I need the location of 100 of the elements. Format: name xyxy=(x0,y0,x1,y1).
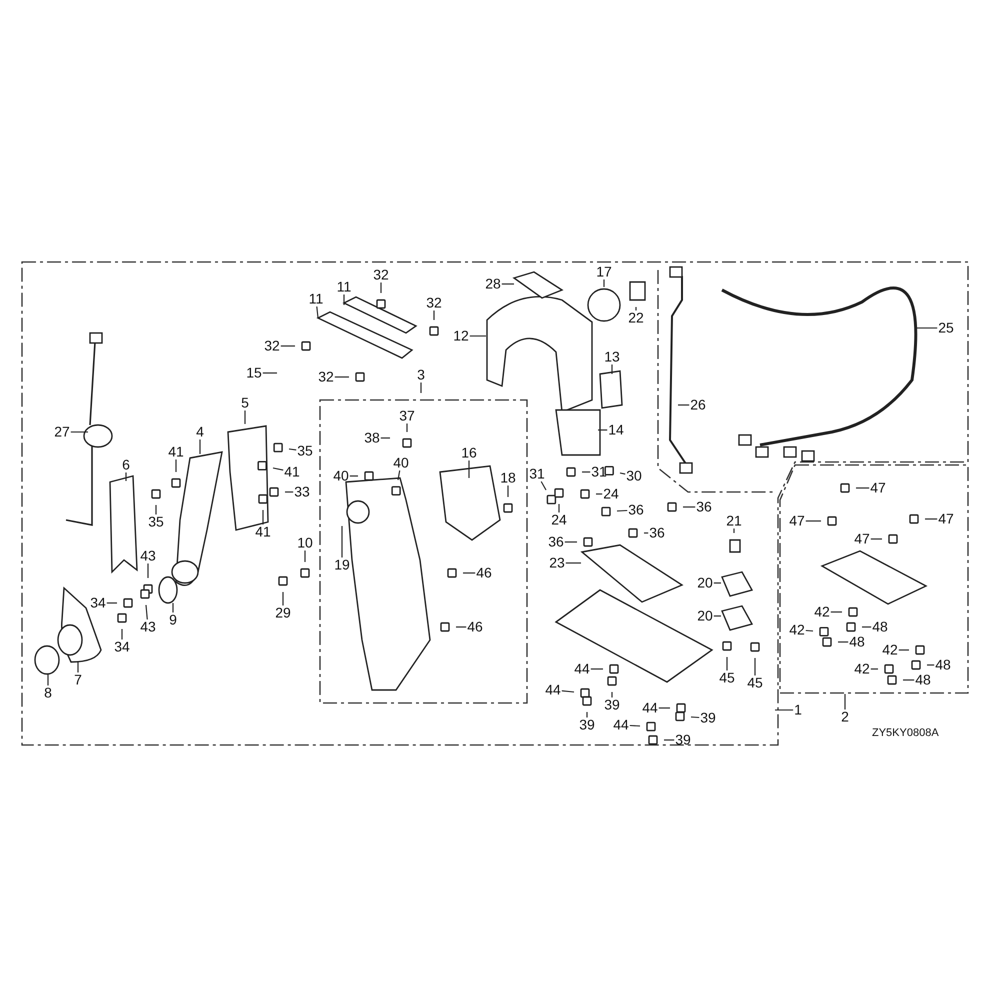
callout-number: 29 xyxy=(274,606,292,620)
callout-number: 32 xyxy=(372,268,390,282)
leader-line xyxy=(272,467,284,471)
leader-line xyxy=(564,541,577,543)
leader-line xyxy=(620,472,626,475)
callout-number: 42 xyxy=(853,662,871,676)
callout-number: 47 xyxy=(937,512,955,526)
callout-number: 44 xyxy=(573,662,591,676)
callout-number: 48 xyxy=(934,658,952,672)
leader-line xyxy=(406,424,408,432)
callout-number: 43 xyxy=(139,620,157,634)
callout-number: 22 xyxy=(627,310,645,326)
leader-line xyxy=(433,310,435,320)
callout-number: 10 xyxy=(296,536,314,550)
callout-number: 42 xyxy=(788,622,806,638)
callout-number: 34 xyxy=(89,596,107,610)
leader-line xyxy=(590,668,603,670)
callout-number: 11 xyxy=(308,292,324,306)
callout-number: 35 xyxy=(147,514,165,530)
callout-number: 39 xyxy=(578,718,596,732)
callout-number: 28 xyxy=(484,276,502,292)
leader-line xyxy=(733,528,735,533)
callout-number: 32 xyxy=(263,338,281,354)
leader-line xyxy=(145,604,148,620)
leader-line xyxy=(70,431,88,433)
callout-number: 42 xyxy=(881,642,899,658)
leader-line xyxy=(47,674,49,686)
leader-line xyxy=(830,611,842,613)
leader-line xyxy=(155,505,157,514)
callout-number: 26 xyxy=(689,398,707,412)
callout-number: 3 xyxy=(416,368,426,382)
leader-line xyxy=(147,564,149,578)
leader-line xyxy=(678,404,690,406)
callout-number: 27 xyxy=(53,424,71,440)
callout-number: 15 xyxy=(245,366,263,380)
callout-number: 12 xyxy=(452,328,470,344)
leader-line xyxy=(380,437,390,439)
callout-number: 33 xyxy=(293,484,311,500)
callout-number: 8 xyxy=(43,686,53,700)
callout-number: 36 xyxy=(648,526,666,540)
leader-line xyxy=(316,306,319,318)
leader-line xyxy=(262,372,277,374)
leader-line xyxy=(630,724,640,727)
leader-line xyxy=(285,491,294,493)
leader-line xyxy=(754,658,756,676)
leader-line xyxy=(304,550,306,562)
callout-number: 24 xyxy=(602,486,620,502)
callout-number: 46 xyxy=(466,620,484,634)
leader-line xyxy=(343,294,345,305)
leader-line xyxy=(199,440,201,454)
callout-number: 48 xyxy=(914,672,932,688)
leader-line xyxy=(350,475,358,477)
leader-line xyxy=(558,504,560,512)
callout-number: 47 xyxy=(853,532,871,546)
callout-number: 47 xyxy=(788,514,806,528)
leader-line xyxy=(582,471,590,473)
callout-number: 48 xyxy=(848,634,866,650)
leader-line xyxy=(282,592,284,606)
callout-number: 41 xyxy=(283,464,301,480)
leader-line xyxy=(586,712,588,718)
callout-number: 2 xyxy=(840,710,850,724)
leader-line xyxy=(775,709,794,711)
leader-line xyxy=(380,282,382,293)
leader-line xyxy=(175,460,177,472)
leader-line xyxy=(125,472,127,481)
callout-number: 16 xyxy=(460,446,478,460)
callout-number: 44 xyxy=(641,700,659,716)
callout-number: 34 xyxy=(113,640,131,654)
callout-number: 42 xyxy=(813,604,831,620)
callout-number: 46 xyxy=(475,566,493,580)
callout-number: 39 xyxy=(603,698,621,712)
leader-line xyxy=(838,641,848,643)
leader-line xyxy=(806,520,821,522)
callout-number: 32 xyxy=(425,296,443,310)
leader-line xyxy=(456,626,466,628)
callout-number: 24 xyxy=(550,512,568,528)
leader-line xyxy=(870,538,882,540)
drawing-code: ZY5KY0808A xyxy=(872,727,939,739)
callout-number: 45 xyxy=(746,676,764,690)
leader-line xyxy=(106,602,117,604)
leader-line xyxy=(280,345,295,347)
leader-line xyxy=(288,448,296,450)
leader-line xyxy=(507,486,509,497)
callout-number: 36 xyxy=(695,500,713,514)
leader-line xyxy=(566,562,581,564)
callout-number: 36 xyxy=(547,534,565,550)
leader-line xyxy=(463,572,476,574)
leader-line xyxy=(844,694,846,710)
leader-line xyxy=(596,493,602,495)
callout-number: 17 xyxy=(595,264,613,280)
leader-line xyxy=(616,510,628,512)
callout-number: 39 xyxy=(699,710,717,726)
leader-line xyxy=(172,603,174,612)
callout-number: 44 xyxy=(544,682,562,698)
callout-number: 5 xyxy=(240,396,250,410)
leader-line xyxy=(611,364,613,374)
leader-line xyxy=(726,657,728,670)
leader-line xyxy=(658,707,670,709)
leader-line xyxy=(611,692,613,698)
leader-line xyxy=(683,506,696,508)
